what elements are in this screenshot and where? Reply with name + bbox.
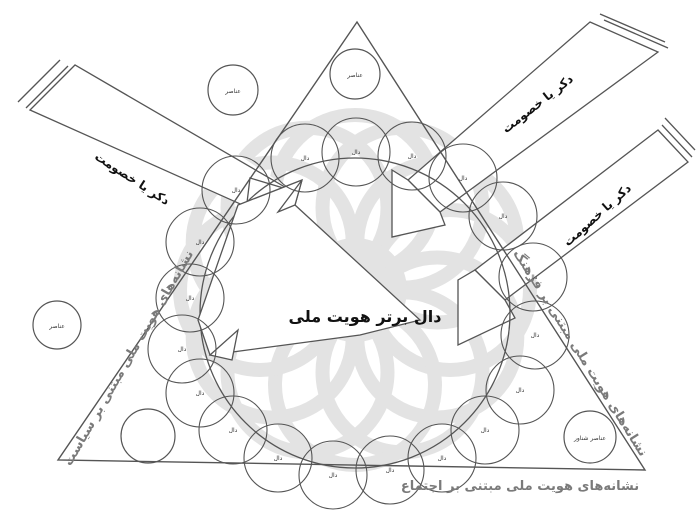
- ring-circle-label: دال: [481, 427, 490, 434]
- main-triangle: [56, 20, 647, 471]
- ring-circle: دال: [498, 242, 568, 312]
- corner-circle-top-label: عناصر: [346, 72, 363, 79]
- ring-circle: دال: [270, 123, 340, 193]
- ring-circle-outline: [377, 121, 447, 191]
- ring-of-signifier-circles: دال دال دال دال دال دال دال دال دال دال دال دال دال د…: [147, 117, 570, 510]
- ring-circle-label: دال: [438, 455, 447, 462]
- ring-circle-label: دال: [229, 427, 238, 434]
- ring-circle: دال: [243, 423, 313, 493]
- ring-circle-outline: [298, 440, 368, 510]
- ring-circle: دال: [377, 121, 447, 191]
- corner-circle-bottom-right: عناصر شناور: [563, 410, 617, 464]
- corner-circle-left: عناصر: [32, 300, 82, 350]
- ring-circle-label: دال: [499, 213, 508, 220]
- ring-circle-label: دال: [329, 472, 338, 479]
- ring-circle-outline: [498, 242, 568, 312]
- ring-circle-outline: [198, 395, 268, 465]
- ring-circle: دال: [155, 263, 225, 333]
- arrow-box-upper-right: [391, 13, 669, 238]
- ring-circle-outline: [243, 423, 313, 493]
- ring-circle-outline: [407, 423, 477, 493]
- ring-circle-label: دال: [408, 153, 417, 160]
- ring-circle-outline: [485, 355, 555, 425]
- ring-circle-outline: [450, 395, 520, 465]
- ring-circle-label: دال: [196, 239, 205, 246]
- ring-circle-outline: [201, 155, 271, 225]
- ring-circle: دال: [450, 395, 520, 465]
- ring-circle-outline: [355, 435, 425, 505]
- ring-circle-label: دال: [531, 332, 540, 339]
- ring-circle: دال: [165, 358, 235, 428]
- side-left-text: نشانه‌های هویت ملی مبتنی بر سیاست: [61, 248, 197, 469]
- ring-circle: دال: [147, 314, 217, 384]
- corner-circle-top: عناصر: [329, 48, 381, 100]
- ring-circle: دال: [468, 181, 538, 251]
- ring-circle: دال: [355, 435, 425, 505]
- ring-circle: دال: [485, 355, 555, 425]
- ring-circle: دال: [321, 117, 391, 187]
- ring-circle-label: دال: [274, 455, 283, 462]
- ring-circle-outline: [500, 300, 570, 370]
- ring-circle-label: دال: [459, 175, 468, 182]
- ring-circle-outline: [165, 207, 235, 277]
- ring-circle-outline: [321, 117, 391, 187]
- ring-circle: دال: [201, 155, 271, 225]
- ring-circle-outline: [147, 314, 217, 384]
- ring-circle: دال: [407, 423, 477, 493]
- corner-circle-left-label: عناصر: [48, 323, 65, 330]
- ring-circle-label: دال: [186, 295, 195, 302]
- ring-circle-label: دال: [301, 155, 310, 162]
- ring-circle-label: دال: [352, 149, 361, 156]
- ring-circle-outline: [468, 181, 538, 251]
- corner-circle-bottom-left: [120, 408, 176, 464]
- ring-circle-outline: [165, 358, 235, 428]
- ring-circle: دال: [500, 300, 570, 370]
- side-bottom-text: نشانه‌های هویت ملی مبتنی بر اجتماع: [401, 479, 639, 494]
- central-arrow-shape: [197, 178, 422, 361]
- ring-circle-outline: [428, 143, 498, 213]
- ring-circle-label: دال: [232, 187, 241, 194]
- corner-circle-bottom-right-label: عناصر شناور: [573, 435, 606, 442]
- corner-circle-top-left-label: عناصر: [224, 88, 241, 95]
- ring-circle-label: دال: [196, 390, 205, 397]
- ring-circle-label: دال: [386, 467, 395, 474]
- ring-circle: دال: [428, 143, 498, 213]
- ring-circle-label: دال: [516, 387, 525, 394]
- ring-circle-outline: [155, 263, 225, 333]
- ring-circle-label: دال: [178, 346, 187, 353]
- ring-circle-outline: [270, 123, 340, 193]
- ring-circle: دال: [298, 440, 368, 510]
- corner-circle-top-left: عناصر: [207, 64, 259, 116]
- ring-circle: دال: [165, 207, 235, 277]
- ring-circle-label: دال: [529, 274, 538, 281]
- side-right-text: نشانه‌های هویت ملی مبتنی بر فرهنگ: [510, 247, 651, 460]
- ring-circle: دال: [198, 395, 268, 465]
- center-title: دال برتر هویت ملی: [289, 307, 442, 326]
